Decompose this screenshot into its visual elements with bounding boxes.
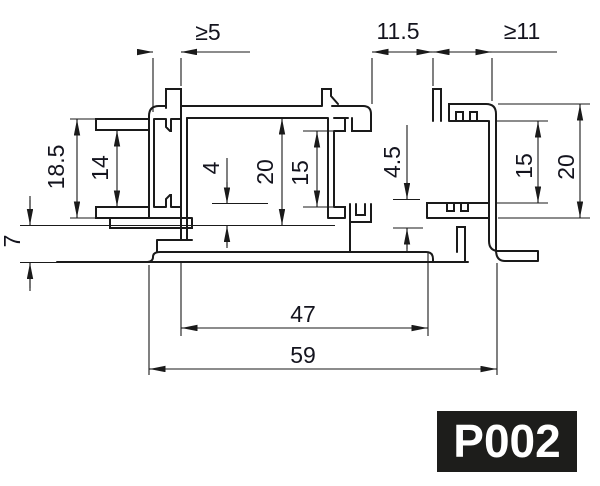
- dimension-labels: ≥5 11.5 ≥11 18.5 14 7 4 20 15 4.5 15 20 …: [0, 18, 579, 368]
- dim-label-right-outer-height: 20: [553, 154, 579, 180]
- dim-label-top-center-gap: 11.5: [376, 18, 419, 44]
- dim-label-left-outer-height: 18.5: [43, 145, 69, 190]
- dimension-arrowheads: [26, 48, 584, 373]
- dim-label-top-left-clearance: ≥5: [195, 19, 220, 45]
- right-clip-rail-section: [426, 88, 539, 262]
- dim-label-right-offset: 4.5: [379, 146, 405, 178]
- dim-label-inner-width: 47: [290, 301, 316, 327]
- center-track-section: [158, 88, 372, 253]
- dim-label-center-inner-height: 15: [287, 160, 313, 186]
- part-number-badge: P002: [437, 411, 577, 472]
- dim-label-right-inner-height: 15: [511, 153, 537, 179]
- dim-label-top-right-clearance: ≥11: [504, 18, 541, 44]
- left-wall-channel-section: [95, 88, 193, 241]
- dim-label-center-outer-height: 20: [252, 159, 278, 185]
- dim-label-left-inner-height: 14: [87, 155, 113, 181]
- dim-label-bottom-plate-height: 7: [0, 235, 25, 248]
- dim-label-overall-width: 59: [290, 342, 316, 368]
- dim-label-center-slot-depth: 4: [198, 161, 224, 174]
- bottom-plate: [56, 226, 469, 263]
